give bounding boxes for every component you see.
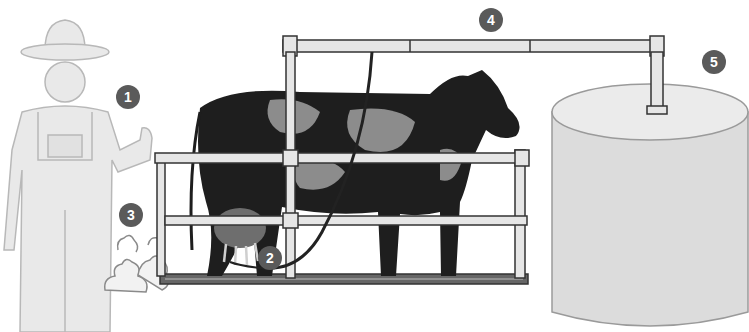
pipe-frame-part <box>651 52 663 110</box>
pipe-frame <box>155 36 667 278</box>
farmer-figure-part <box>21 44 109 60</box>
pipe-frame-part <box>515 150 529 166</box>
farmer-figure-part <box>48 135 82 157</box>
cow-figure-part <box>224 244 226 262</box>
farmer-figure-part <box>45 62 85 102</box>
milk-hose-part <box>230 262 262 268</box>
pipe-frame-part <box>283 40 663 52</box>
milk-tank-part <box>552 84 748 140</box>
farmer-figure-part <box>64 210 66 332</box>
callout-number: 3 <box>119 203 143 227</box>
callout-number: 4 <box>479 8 503 32</box>
stall-frame-part <box>157 158 165 276</box>
milk-hose-part <box>262 52 372 268</box>
floor-grate-part <box>165 279 523 280</box>
callout-number: 5 <box>702 50 726 74</box>
cow-figure <box>191 70 520 276</box>
milk-tank <box>552 84 748 326</box>
cow-figure-part <box>224 243 258 265</box>
pipe-frame-part <box>529 40 531 52</box>
callout-number: 1 <box>116 85 140 109</box>
farmer-figure-part <box>4 106 152 332</box>
callout-number: 2 <box>258 246 282 270</box>
pipe-frame-part <box>165 216 527 225</box>
cow-figure-part <box>214 208 266 248</box>
manure-pile-part <box>118 235 138 252</box>
milk-hose <box>230 52 372 268</box>
pipe-frame-part <box>283 150 298 166</box>
pipe-frame-part <box>155 153 527 163</box>
stall-frame-part <box>515 150 525 278</box>
cow-figure-part <box>191 112 200 250</box>
cow-figure-part <box>235 246 236 265</box>
pipe-frame-part <box>647 106 667 114</box>
pipe-frame-part <box>283 213 298 228</box>
pipe-frame-part <box>409 40 411 52</box>
cow-figure-part <box>246 246 247 265</box>
milk-tank-part <box>552 112 748 326</box>
farmer-figure <box>4 20 152 332</box>
cow-figure-part <box>198 70 520 276</box>
farmer-figure-part <box>38 112 92 160</box>
